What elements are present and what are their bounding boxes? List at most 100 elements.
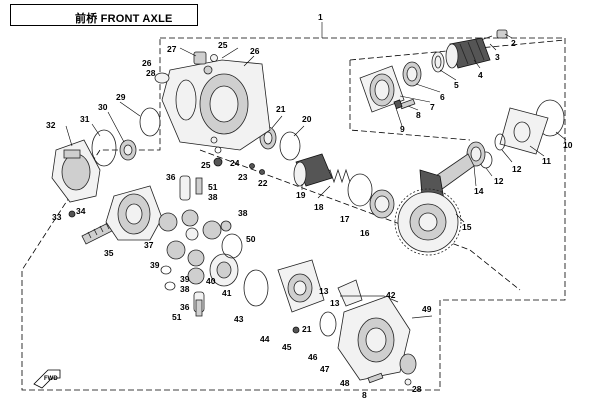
callout-label: 23 bbox=[238, 172, 248, 182]
bearing-48 bbox=[399, 353, 417, 375]
callout-label: 38 bbox=[180, 284, 190, 294]
pin-51a bbox=[195, 177, 203, 195]
bolt-33 bbox=[68, 210, 76, 218]
o-ring-29 bbox=[139, 107, 161, 137]
callout-label: 12 bbox=[494, 176, 504, 186]
bearing-16 bbox=[369, 189, 395, 219]
flange-44 bbox=[277, 259, 325, 313]
pin-36a bbox=[179, 175, 191, 201]
circlip-17 bbox=[347, 173, 373, 207]
callout-label: 22 bbox=[258, 178, 268, 188]
fwd-arrow-icon: FWD bbox=[33, 369, 61, 389]
callout-label: 45 bbox=[282, 342, 292, 352]
callout-label: 19 bbox=[296, 190, 306, 200]
title-box: 前桥 FRONT AXLE bbox=[10, 4, 198, 26]
callout-label: 8 bbox=[416, 110, 421, 120]
callout-label: 50 bbox=[246, 234, 256, 244]
callout-label: 38 bbox=[208, 192, 218, 202]
callout-label: 12 bbox=[512, 164, 522, 174]
flange-housing-7 bbox=[359, 65, 405, 113]
callout-label: 28 bbox=[146, 68, 156, 78]
shim-12a bbox=[494, 133, 506, 151]
callout-labels: 1 2 3 4 5 6 7 8 9 10 11 12 12 13 14 15 1… bbox=[46, 12, 573, 400]
callout-label: 6 bbox=[440, 92, 445, 102]
callout-label: 21 bbox=[276, 104, 286, 114]
callout-label: 49 bbox=[422, 304, 432, 314]
callout-label: 32 bbox=[46, 120, 56, 130]
washer-39b bbox=[164, 281, 176, 291]
washer-28-lower bbox=[404, 378, 412, 386]
callout-label: 40 bbox=[206, 276, 216, 286]
spider-gear-set bbox=[158, 209, 232, 267]
callout-label: 39 bbox=[180, 274, 190, 284]
callout-label: 31 bbox=[80, 114, 90, 124]
ring-50 bbox=[221, 233, 243, 259]
callout-label: 13 bbox=[330, 298, 340, 308]
callout-label: 46 bbox=[308, 352, 318, 362]
callout-label: 13 bbox=[319, 286, 329, 296]
callout-label: 44 bbox=[260, 334, 270, 344]
main-housing-26 bbox=[161, 59, 271, 151]
vent-plug-27 bbox=[193, 51, 207, 65]
spring-18 bbox=[325, 168, 351, 184]
callout-label: 42 bbox=[386, 290, 396, 300]
callout-label: 25 bbox=[201, 160, 211, 170]
callout-label: 48 bbox=[340, 378, 350, 388]
splined-sleeve-4 bbox=[445, 37, 491, 69]
bearing-14 bbox=[466, 141, 486, 167]
gear-sleeve-19 bbox=[293, 153, 333, 187]
stud-49 bbox=[411, 315, 433, 319]
pin-23 bbox=[249, 163, 255, 169]
callout-label: 9 bbox=[400, 124, 405, 134]
actuator-cover-32 bbox=[51, 139, 101, 203]
ring-gear bbox=[394, 188, 462, 256]
callout-label: 5 bbox=[454, 80, 459, 90]
callout-label: 30 bbox=[98, 102, 108, 112]
callout-label: 38 bbox=[238, 208, 248, 218]
gear-40 bbox=[187, 267, 205, 285]
callout-label: 3 bbox=[495, 52, 500, 62]
callout-label: 17 bbox=[340, 214, 350, 224]
callout-label: 2 bbox=[511, 38, 516, 48]
diff-case-35 bbox=[105, 185, 163, 241]
callout-label: 18 bbox=[314, 202, 324, 212]
o-ring-43 bbox=[243, 269, 269, 307]
callout-label: 28 bbox=[412, 384, 422, 394]
callout-label: 8 bbox=[362, 390, 367, 400]
callout-label: 51 bbox=[172, 312, 182, 322]
actuator-gear-30 bbox=[119, 139, 137, 161]
callout-label: 26 bbox=[250, 46, 260, 56]
side-gear-41 bbox=[209, 253, 239, 287]
callout-label: 10 bbox=[563, 140, 573, 150]
clip-42 bbox=[340, 295, 399, 303]
pin-22 bbox=[259, 169, 265, 175]
assembly-boundary bbox=[21, 37, 566, 391]
callout-label: 29 bbox=[116, 92, 126, 102]
callout-label: 11 bbox=[542, 156, 551, 166]
callout-label: 43 bbox=[234, 314, 244, 324]
callout-label: 24 bbox=[230, 158, 240, 168]
bolt-45 bbox=[292, 326, 300, 334]
callout-label: 33 bbox=[52, 212, 62, 222]
washer-28 bbox=[154, 72, 170, 84]
callout-label: 36 bbox=[166, 172, 176, 182]
callout-label: 51 bbox=[208, 182, 218, 192]
seal-5 bbox=[431, 51, 445, 73]
seal-31 bbox=[91, 129, 117, 167]
washer-25 bbox=[210, 54, 218, 62]
callout-label: 36 bbox=[180, 302, 190, 312]
bolt-8-lower bbox=[367, 372, 384, 384]
bearing-6 bbox=[402, 61, 422, 87]
callout-label: 25 bbox=[218, 40, 228, 50]
bracket-13 bbox=[337, 279, 363, 307]
callout-label: 41 bbox=[222, 288, 232, 298]
callout-label: 21 bbox=[302, 324, 312, 334]
callout-label: 20 bbox=[302, 114, 312, 124]
ring-20 bbox=[279, 131, 301, 161]
inner-boundary bbox=[199, 39, 566, 291]
diagram-title: 前桥 FRONT AXLE bbox=[75, 13, 173, 25]
cover-plate-11 bbox=[499, 107, 549, 155]
callout-label: 15 bbox=[462, 222, 472, 232]
